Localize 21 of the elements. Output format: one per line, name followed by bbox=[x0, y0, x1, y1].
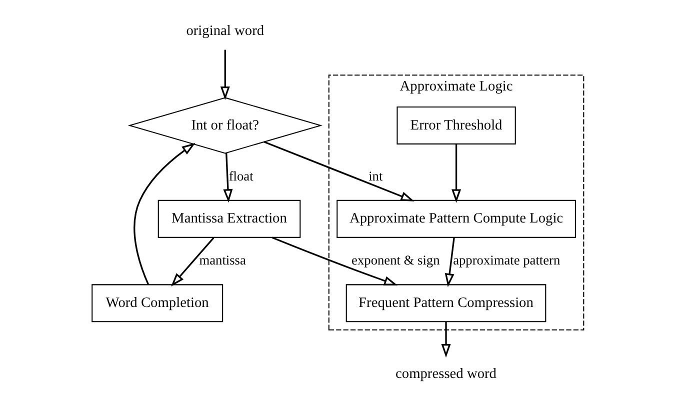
arrow bbox=[440, 322, 450, 358]
node-box: Approximate Pattern Compute Logic bbox=[336, 200, 576, 238]
arrow bbox=[263, 141, 414, 202]
arrow bbox=[222, 152, 232, 203]
arrow bbox=[170, 237, 214, 286]
edge-label: mantissa bbox=[198, 252, 246, 268]
arrow bbox=[133, 142, 195, 285]
node-box: Error Threshold bbox=[396, 106, 516, 144]
node-text: original word bbox=[186, 22, 264, 39]
arrow bbox=[271, 236, 398, 286]
edge-label: float bbox=[228, 168, 253, 184]
arrow bbox=[444, 238, 454, 288]
arrow bbox=[220, 50, 230, 100]
node-box: Mantissa Extraction bbox=[157, 200, 300, 238]
node-text: compressed word bbox=[395, 366, 496, 382]
edge-label: exponent & sign bbox=[351, 252, 440, 268]
edge-label: approximate pattern bbox=[452, 252, 560, 268]
node-box: Frequent Pattern Compression bbox=[345, 284, 546, 322]
arrow bbox=[451, 144, 461, 203]
edge-label: int bbox=[368, 168, 382, 184]
node-box: Word Completion bbox=[91, 284, 223, 322]
